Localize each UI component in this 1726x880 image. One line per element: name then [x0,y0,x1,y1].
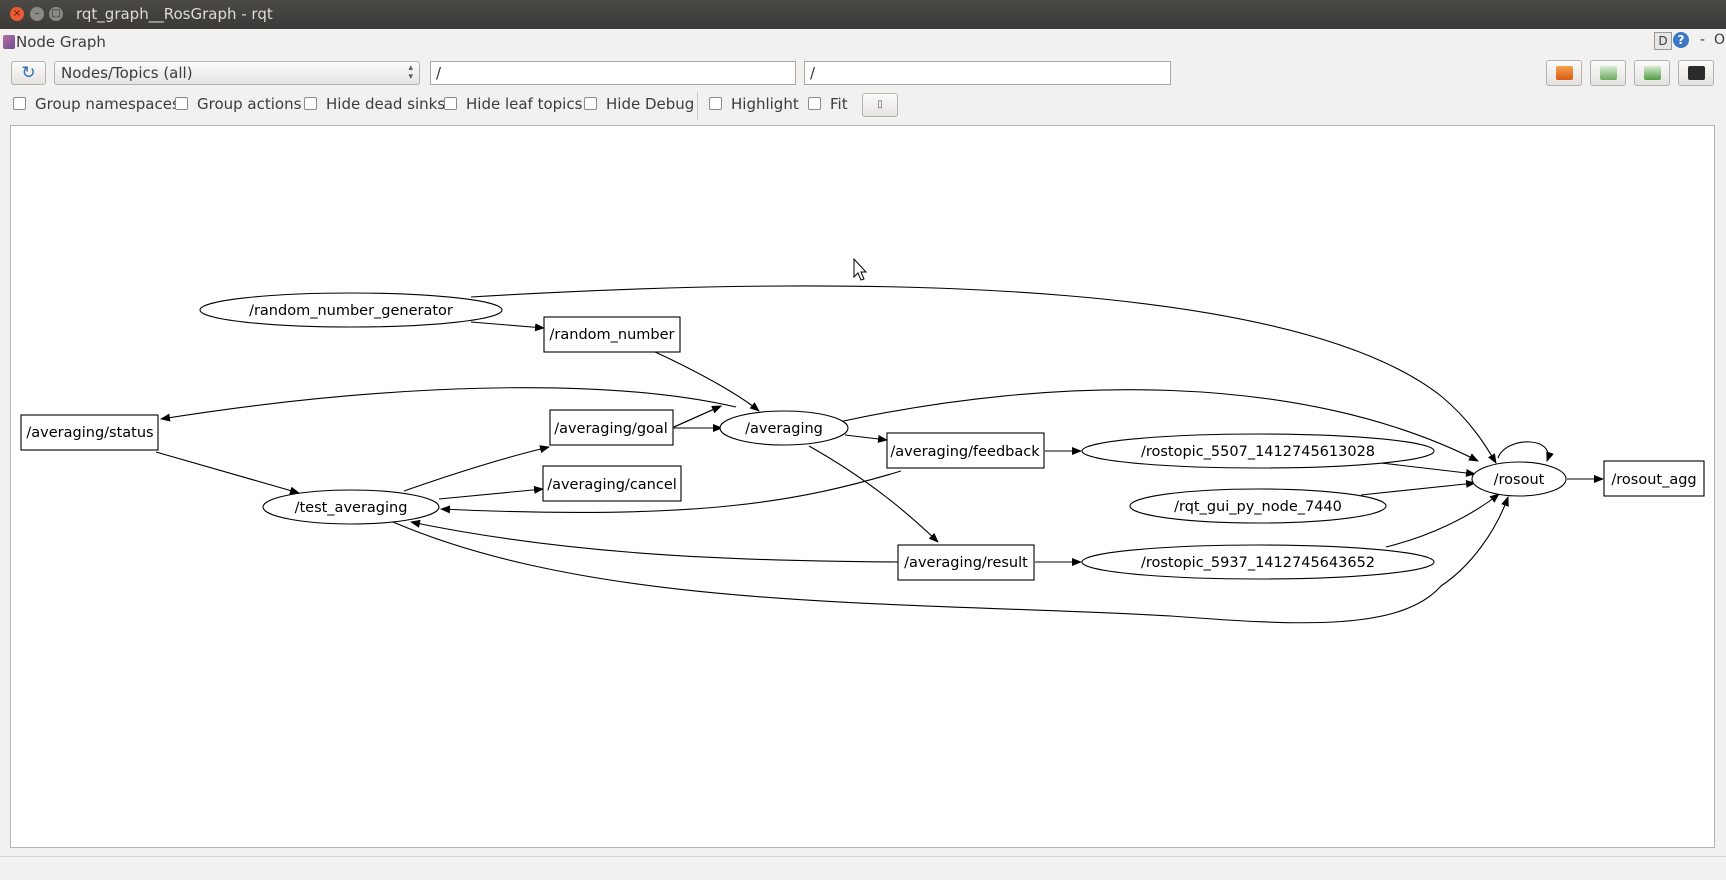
toolbar-separator [697,92,698,120]
node-label: /rqt_gui_py_node_7440 [1174,499,1342,515]
highlight-checkbox[interactable] [709,97,722,110]
edge [673,405,722,428]
topic-filter-input[interactable]: / [804,61,1171,85]
save-svg-icon [1644,66,1661,80]
close-window-button[interactable]: × [10,7,24,21]
node-label: /averaging/cancel [547,477,677,493]
graph-node-test-averaging[interactable] [262,489,440,525]
hide-debug-checkbox[interactable] [584,97,597,110]
mouse-cursor-icon [853,257,868,281]
save-svg-button[interactable] [1634,60,1670,86]
graph-node-rostopic-5937[interactable] [1081,544,1435,580]
node-label: /rostopic_5937_1412745643652 [1141,555,1375,571]
graph-topic-random-number[interactable] [543,316,681,353]
node-label: /averaging/status [26,425,153,441]
graph-topic-averaging-result[interactable] [897,544,1035,581]
graph-topic-rosout-agg[interactable] [1603,460,1705,497]
edge [403,445,550,492]
folder-icon [1556,66,1573,80]
load-dot-button[interactable] [1546,60,1582,86]
edge [1497,441,1554,462]
node-filter-input[interactable]: / [430,61,796,85]
edge [410,519,899,563]
edge [652,350,760,412]
hide-leaf-topics-label: Hide leaf topics [466,95,583,113]
graph-node-averaging[interactable] [719,410,849,446]
fit-checkbox[interactable] [808,97,821,110]
save-dot-button[interactable] [1590,60,1626,86]
group-namespaces-label: Group namespaces [35,95,180,113]
edge [1360,479,1476,496]
node-label: /random_number [550,327,675,343]
plugin-title: Node Graph [16,33,106,51]
graph-node-rosout[interactable] [1471,461,1567,497]
graph-node-rostopic-5507[interactable] [1081,433,1435,469]
node-label: /rosout [1494,472,1545,488]
graph-topic-averaging-status[interactable] [20,414,159,451]
node-label: /averaging [745,421,823,437]
node-label: /random_number_generator [249,303,453,319]
hide-debug-label: Hide Debug [606,95,695,113]
save-dot-icon [1600,66,1617,80]
group-actions-label: Group actions [197,95,302,113]
node-label: /rosout_agg [1611,472,1696,488]
minimize-window-button[interactable]: – [30,7,44,21]
graph-topic-averaging-cancel[interactable] [542,465,682,502]
group-namespaces-checkbox[interactable] [13,97,26,110]
graph-topic-averaging-feedback[interactable] [886,432,1045,469]
highlight-label: Highlight [731,95,799,113]
plugin-close-button[interactable]: O [1714,32,1726,48]
edge [838,389,1479,462]
plugin-icon [3,35,15,49]
edge [160,387,737,422]
screen-icon [1688,66,1705,80]
graph-node-rqt-gui-py-node[interactable] [1129,488,1387,524]
edge [438,485,544,500]
save-image-button[interactable] [1678,60,1714,86]
edge [1385,493,1500,548]
edge [470,321,545,332]
plugin-minimize-button[interactable]: - [1700,32,1706,48]
fit-label: Fit [830,95,848,113]
node-label: /averaging/feedback [890,444,1040,460]
graph-labels: /random_number_generator /random_number … [26,303,1696,571]
hide-dead-sinks-checkbox[interactable] [304,97,317,110]
graph-node-random-number-generator[interactable] [199,292,503,328]
hide-leaf-topics-checkbox[interactable] [444,97,457,110]
node-label: /test_averaging [295,500,408,516]
node-label: /averaging/goal [554,421,668,437]
edge [392,496,1509,624]
help-button[interactable]: ? [1673,32,1689,48]
refresh-button[interactable]: ↻ [11,61,46,85]
maximize-window-button[interactable]: □ [49,7,63,21]
edge [1380,462,1476,477]
combo-arrows-icon: ▴▾ [408,63,413,82]
node-label: /averaging/result [904,555,1028,571]
edge [440,470,902,514]
graph-edges [155,285,1604,624]
edge [808,445,939,543]
group-actions-checkbox[interactable] [175,97,188,110]
graph-mode-select[interactable]: Nodes/Topics (all) ▴▾ [54,61,420,85]
ros-graph: /random_number_generator /random_number … [20,257,1705,624]
title-bar: × – □ rqt_graph__RosGraph - rqt [0,0,1726,29]
node-label: /rostopic_5507_1412745613028 [1141,444,1375,460]
graph-topic-averaging-goal[interactable] [549,409,674,446]
edge [844,434,888,443]
edge [470,285,1497,464]
graph-canvas[interactable]: /random_number_generator /random_number … [10,125,1715,848]
hide-dead-sinks-label: Hide dead sinks [326,95,446,113]
status-bar [0,856,1726,880]
edge [155,451,300,495]
window-title: rqt_graph__RosGraph - rqt [76,5,273,23]
graph-nodes [20,292,1705,581]
plugin-d-button[interactable]: D [1654,32,1672,50]
refresh-icon: ↻ [21,63,36,83]
fit-in-view-button[interactable]: ▯ [862,93,898,117]
graph-mode-value: Nodes/Topics (all) [61,64,193,82]
